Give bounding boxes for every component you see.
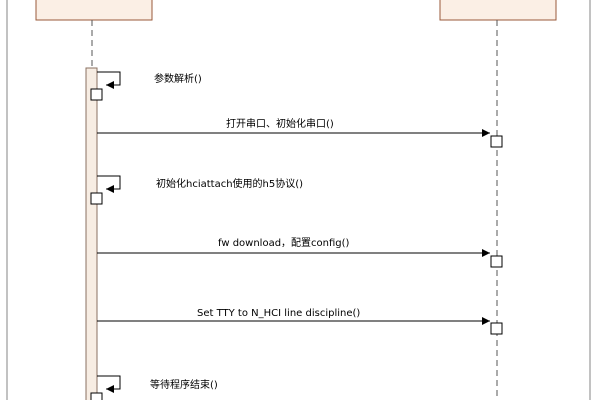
message-4-label: fw download，配置config() <box>218 237 350 249</box>
self-message-6-label: 等待程序结束() <box>150 378 218 391</box>
message-2-label: 打开串口、初始化串口() <box>226 117 334 130</box>
message-4-activation <box>490 255 503 268</box>
self-message-3: 初始化hciattach使用的h5协议() <box>90 175 303 205</box>
lifeline-left-box <box>35 0 153 21</box>
message-5: Set TTY to N_HCI line discipline() <box>97 308 503 335</box>
activation-bar-left <box>85 67 98 400</box>
self-message-6-arrow <box>97 375 121 393</box>
self-message-1-activation <box>90 88 103 101</box>
self-message-1-label: 参数解析() <box>154 72 202 85</box>
self-message-1: 参数解析() <box>90 71 202 101</box>
self-message-6: 等待程序结束() <box>90 375 218 400</box>
lifeline-right-box <box>439 0 557 21</box>
self-message-6-activation <box>90 392 103 400</box>
self-message-3-activation <box>90 192 103 205</box>
message-4: fw download，配置config() <box>97 237 503 268</box>
self-message-3-label: 初始化hciattach使用的h5协议() <box>156 177 303 190</box>
message-5-label: Set TTY to N_HCI line discipline() <box>197 308 360 319</box>
self-message-3-arrow <box>97 175 121 193</box>
message-2-activation <box>490 135 503 148</box>
self-message-1-arrow <box>97 71 121 89</box>
message-2: 打开串口、初始化串口() <box>97 117 503 148</box>
message-5-activation <box>490 322 503 335</box>
